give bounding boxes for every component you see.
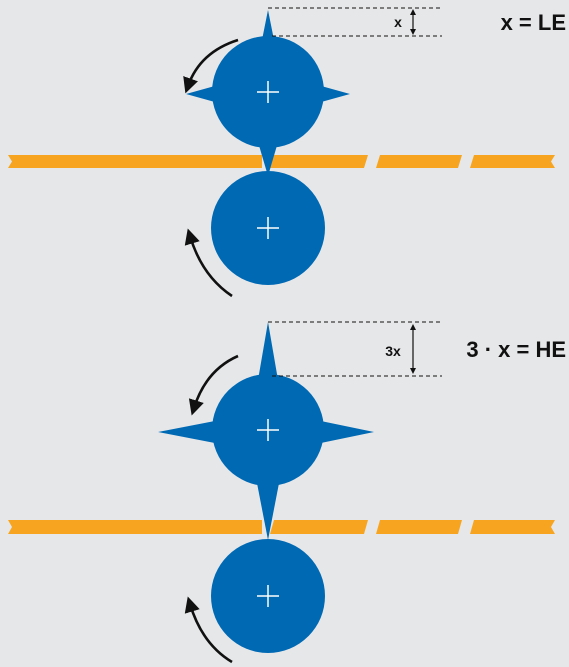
dimension-3x bbox=[268, 321, 442, 377]
bottom-panel: 3x 3 · x = HE bbox=[8, 321, 566, 664]
crosshair-icon bbox=[257, 585, 279, 607]
knife-bottom bbox=[256, 478, 280, 540]
knife-left bbox=[158, 420, 220, 444]
strip-top bbox=[8, 155, 555, 168]
rotation-arrow-icon bbox=[184, 596, 233, 664]
dimension-label: 3x bbox=[385, 343, 401, 359]
dimension-x bbox=[268, 7, 442, 37]
equation-label: x = LE bbox=[501, 10, 566, 35]
rotation-arrow-icon bbox=[184, 228, 233, 298]
knife-top bbox=[258, 322, 278, 380]
rotation-arrow-icon bbox=[188, 354, 239, 416]
upper-roller-bottom bbox=[158, 322, 374, 540]
strip-bottom bbox=[8, 520, 555, 534]
knife-right bbox=[316, 420, 374, 444]
knife-bottom bbox=[258, 142, 278, 176]
dimension-label: x bbox=[394, 14, 402, 30]
rotation-arrow-icon bbox=[183, 38, 239, 94]
top-panel: x x = LE bbox=[8, 7, 566, 298]
knife-left bbox=[186, 84, 222, 104]
knife-top bbox=[262, 10, 274, 40]
lower-roller-bottom bbox=[211, 539, 325, 653]
crosshair-icon bbox=[257, 419, 279, 441]
crosshair-icon bbox=[257, 217, 279, 239]
equation-label: 3 · x = HE bbox=[466, 337, 566, 362]
knife-right bbox=[314, 84, 350, 104]
crosshair-icon bbox=[257, 81, 279, 103]
upper-roller-top bbox=[186, 10, 350, 176]
lower-roller-top bbox=[211, 171, 325, 285]
